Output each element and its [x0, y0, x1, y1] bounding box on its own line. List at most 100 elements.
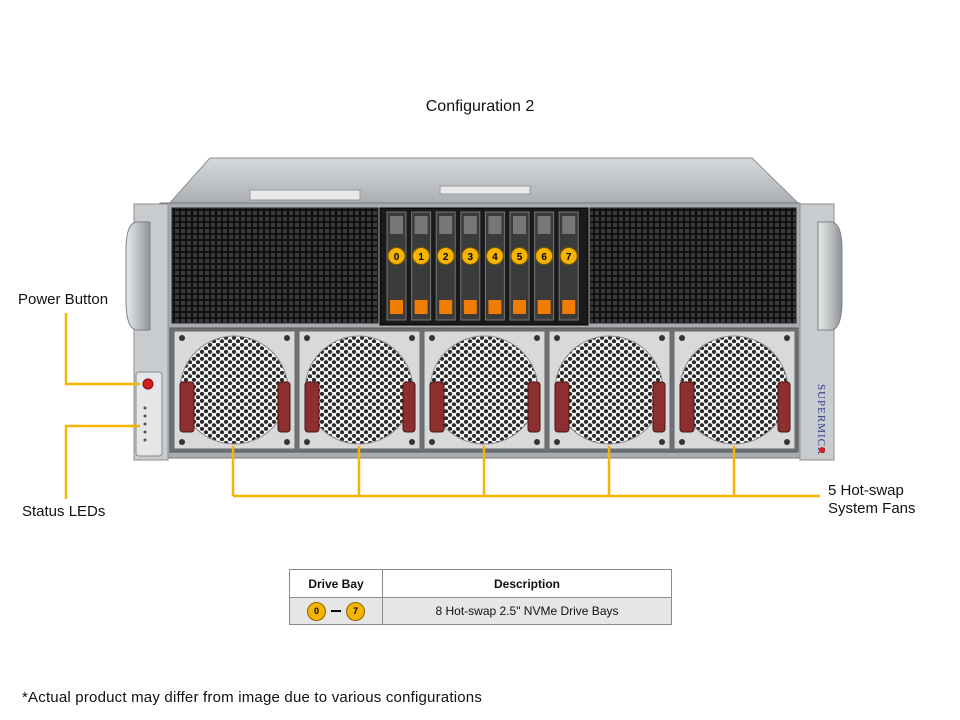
drive-tray[interactable]: 7: [558, 211, 579, 321]
fan-grille: [554, 335, 664, 445]
drive-tray[interactable]: 6: [534, 211, 555, 321]
fan-module[interactable]: [298, 330, 421, 450]
fan-module[interactable]: [548, 330, 671, 450]
fan-screw-icon: [304, 439, 310, 445]
fan-module[interactable]: [173, 330, 296, 450]
drive-tray-latch: [537, 300, 551, 314]
system-fans-label: 5 Hot-swap System Fans: [828, 482, 916, 518]
bay-end-badge: 7: [346, 601, 365, 621]
drive-bay-number: 2: [443, 252, 449, 263]
status-led-icon: [143, 422, 147, 426]
drive-tray-latch: [390, 300, 403, 314]
fan-modules: [173, 330, 796, 450]
drive-tray-body: [386, 211, 407, 321]
drive-bay-number: 7: [566, 252, 572, 263]
drive-tray[interactable]: 3: [460, 211, 481, 321]
callout-lines: [64, 313, 820, 499]
drive-tray-body: [460, 211, 481, 321]
drive-bay-badge: [461, 247, 480, 265]
fan-latch-right: [402, 381, 416, 433]
drive-bay-badge: [510, 247, 529, 265]
drive-bay-number: 0: [394, 252, 400, 263]
status-led-icon: [143, 438, 147, 442]
fan-latch-left: [429, 381, 445, 433]
description-cell: 8 Hot-swap 2.5" NVMe Drive Bays: [382, 597, 672, 625]
fan-screw-icon: [304, 335, 310, 341]
drive-tray[interactable]: 5: [509, 211, 530, 321]
drive-bay-number: 6: [541, 252, 547, 263]
brand-dot-icon: [819, 447, 825, 453]
fan-screw-icon: [784, 439, 790, 445]
fan-screw-icon: [554, 335, 560, 341]
table-header-row: Drive Bay Description: [289, 569, 672, 598]
drive-tray-latch: [439, 300, 453, 314]
fan-grille: [179, 335, 289, 445]
table-header-description: Description: [382, 569, 672, 598]
fan-latch-left: [304, 381, 320, 433]
fan-screw-icon: [679, 439, 685, 445]
fan-screw-icon: [284, 335, 290, 341]
status-led-icon: [143, 430, 147, 434]
fan-screw-icon: [409, 439, 415, 445]
drive-tray[interactable]: 2: [435, 211, 456, 321]
left-handle: [125, 221, 151, 331]
fan-screw-icon: [534, 335, 540, 341]
right-vent: [589, 207, 797, 324]
drive-bay-badge: [412, 247, 431, 265]
drive-tray-top: [390, 216, 403, 234]
footnote: *Actual product may differ from image du…: [22, 689, 483, 706]
fan-screw-icon: [429, 439, 435, 445]
drive-bay-badge: [559, 247, 578, 265]
system-fans-label-line1: 5 Hot-swap: [828, 482, 904, 499]
drive-bay-badge: [387, 247, 406, 265]
top-label-plate: [439, 185, 531, 195]
fan-screw-icon: [554, 439, 560, 445]
fan-module[interactable]: [673, 330, 796, 450]
drive-tray-body: [534, 211, 555, 321]
fan-latch-right: [777, 381, 791, 433]
status-led-icon: [143, 414, 147, 418]
drive-bay-number: 3: [468, 252, 474, 263]
drive-tray-latch: [488, 300, 502, 314]
fan-grille: [429, 335, 539, 445]
fan-module[interactable]: [423, 330, 546, 450]
power-callout-line: [64, 313, 140, 386]
drive-tray-top: [537, 216, 551, 234]
top-label-plate: [249, 189, 361, 201]
drive-tray-top: [488, 216, 502, 234]
drive-tray[interactable]: 0: [386, 211, 407, 321]
configuration-title: Configuration 2: [425, 98, 535, 115]
fan-screw-icon: [784, 335, 790, 341]
fan-screw-icon: [534, 439, 540, 445]
drive-tray-top: [463, 216, 477, 234]
fan-screw-icon: [179, 335, 185, 341]
drive-bay-badge: [436, 247, 455, 265]
drive-tray-body: [411, 211, 432, 321]
drive-bay-number: 1: [418, 252, 424, 263]
fan-grille: [304, 335, 414, 445]
drive-tray[interactable]: 4: [484, 211, 505, 321]
drive-tray-latch: [513, 300, 526, 314]
drive-tray-body: [484, 211, 505, 321]
drive-bay-number: 5: [517, 252, 523, 263]
fan-screw-icon: [284, 439, 290, 445]
drive-tray-body: [435, 211, 456, 321]
status-leds-label: Status LEDs: [22, 503, 106, 520]
power-button-icon: [142, 378, 154, 390]
fan-latch-left: [179, 381, 195, 433]
fan-latch-right: [652, 381, 666, 433]
drive-tray[interactable]: 1: [411, 211, 432, 321]
fan-latch-left: [554, 381, 570, 433]
drive-bay-badge: [485, 247, 504, 265]
brand-logo: SUPERMICR: [815, 384, 827, 455]
table-header-drive-bay: Drive Bay: [289, 569, 383, 598]
drive-tray-top: [562, 216, 576, 234]
right-handle: [817, 221, 843, 331]
range-dash: [331, 610, 341, 612]
drive-tray-top: [414, 216, 428, 234]
front-control-panel: [135, 371, 163, 457]
